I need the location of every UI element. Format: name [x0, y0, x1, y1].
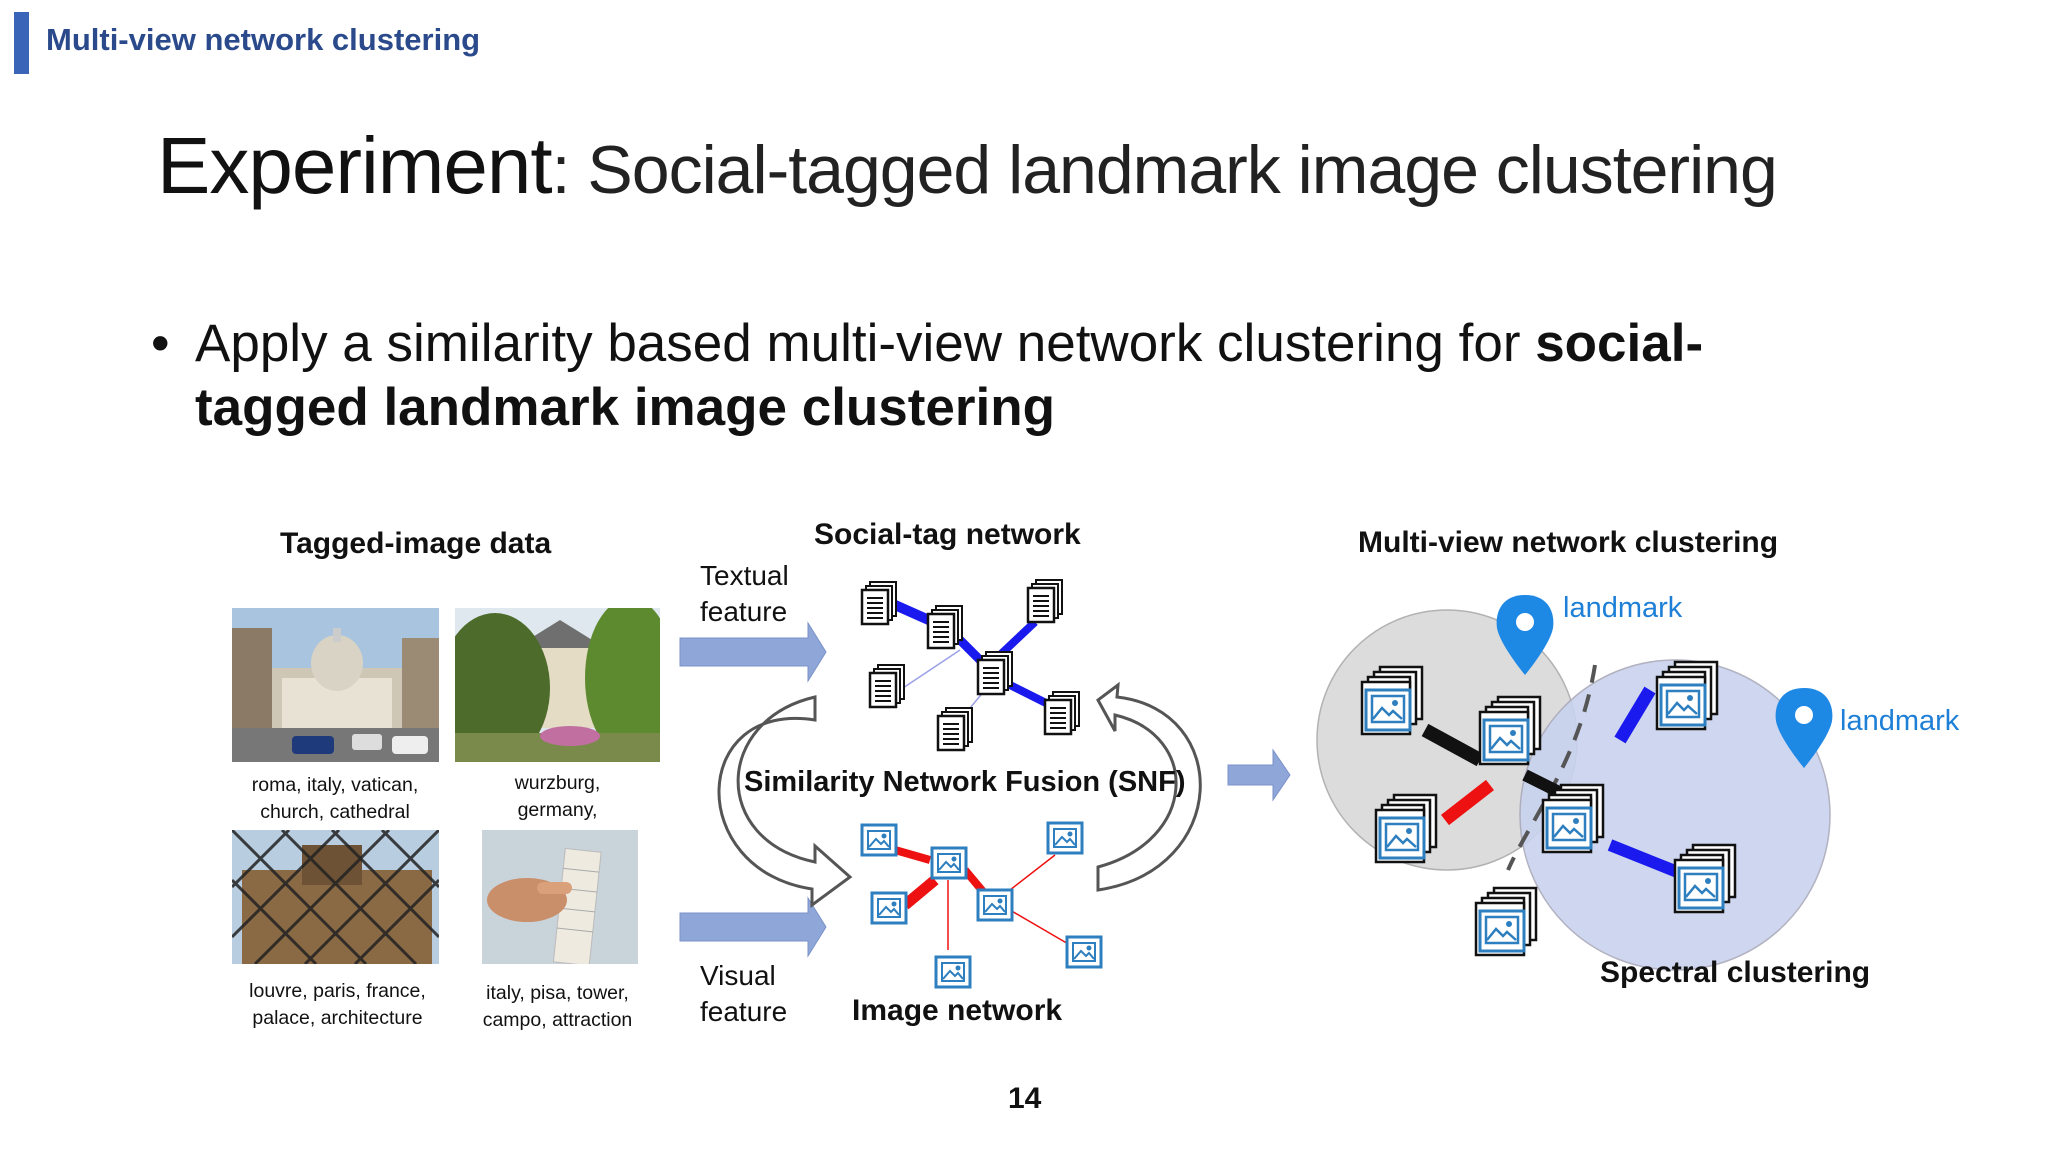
document-icon [860, 580, 898, 626]
image-icon [976, 888, 1014, 922]
bullet-plain-text: Apply a similarity based multi-view netw… [195, 314, 1536, 373]
title-rest: : Social-tagged landmark image clusterin… [551, 132, 1778, 208]
bullet-bold-text: social-tagged landmark image clustering [195, 314, 1704, 437]
cluster-circle-right [1519, 659, 1831, 971]
image-icon [1046, 821, 1084, 855]
clustering-title: Multi-view network clustering [1358, 526, 1779, 559]
landmark-pin-1-icon [1496, 595, 1554, 675]
spectral-clustering-label: Spectral clustering [1600, 956, 1871, 989]
slide-title: Experiment: Social-tagged landmark image… [157, 121, 1778, 210]
vatican-caption: roma, italy, vatican, church, cathedral [230, 772, 440, 826]
document-icon [1043, 690, 1081, 736]
pisa-caption: italy, pisa, tower, campo, attraction [465, 980, 650, 1034]
label-line: Textual [700, 560, 789, 591]
document-icon [936, 706, 974, 752]
visual-feature-label: Visual feature [700, 958, 787, 1030]
label-line: feature [700, 596, 788, 627]
textual-arrow-icon [679, 621, 827, 683]
label-line: Visual [700, 960, 776, 991]
fusion-output-arrow-icon [1227, 748, 1291, 802]
image-stack-icon [1360, 665, 1424, 736]
wurzburg-photo [455, 608, 660, 762]
bullet-dot-icon: • [151, 314, 170, 373]
social-tag-network-title: Social-tag network [814, 518, 1081, 551]
caption-line: roma, italy, vatican, [251, 774, 419, 796]
caption-line: palace, architecture [252, 1007, 423, 1029]
text-network-nodes [860, 578, 1081, 752]
image-stack-icon [1541, 783, 1605, 854]
image-stack-icon [1673, 843, 1737, 914]
cycle-arrow-right-icon [1096, 681, 1202, 892]
vatican-photo [232, 608, 439, 762]
image-stack-icon [1655, 660, 1719, 731]
louvre-photo [232, 830, 439, 964]
tagged-data-title: Tagged-image data [280, 527, 552, 560]
landmark-label-2: landmark [1840, 705, 1960, 737]
image-stack-icon [1478, 695, 1542, 766]
caption-line: wurzburg, [514, 772, 601, 794]
document-icon [976, 650, 1014, 696]
landmark-pin-2-icon [1775, 688, 1833, 768]
document-icon [868, 663, 906, 709]
textual-feature-label: Textual feature [700, 558, 789, 630]
visual-arrow-icon [679, 896, 827, 958]
block-arrows [679, 621, 1291, 958]
image-icon [934, 955, 972, 989]
louvre-caption: louvre, paris, france, palace, architectu… [230, 978, 445, 1032]
title-bold: Experiment [157, 121, 553, 210]
section-label: Multi-view network clustering [46, 22, 481, 57]
bullet-point: • Apply a similarity based multi-view ne… [151, 312, 1795, 440]
image-stack-icon [1474, 886, 1538, 957]
caption-line: campo, attraction [482, 1009, 633, 1031]
pisa-photo [482, 830, 638, 964]
caption-line: italy, pisa, tower, [486, 982, 629, 1004]
cycle-arrow-left-icon [717, 695, 853, 908]
label-line: feature [700, 996, 788, 1027]
landmark-label-1: landmark [1563, 592, 1683, 624]
wurzburg-caption: wurzburg, germany, [455, 770, 660, 824]
section-accent-bar [14, 12, 29, 74]
image-network-title: Image network [852, 994, 1063, 1027]
caption-line: church, cathedral [260, 801, 410, 823]
document-icon [1026, 578, 1064, 624]
caption-line: germany, [517, 799, 598, 821]
image-stack-icon [1374, 793, 1438, 864]
image-icon [870, 891, 908, 925]
page-number: 14 [1008, 1082, 1042, 1115]
document-icon [926, 604, 964, 650]
caption-line: louvre, paris, france, [249, 980, 426, 1002]
image-icon [930, 846, 968, 880]
image-icon [860, 823, 898, 857]
snf-label: Similarity Network Fusion (SNF) [744, 766, 1186, 798]
image-icon [1065, 935, 1103, 969]
